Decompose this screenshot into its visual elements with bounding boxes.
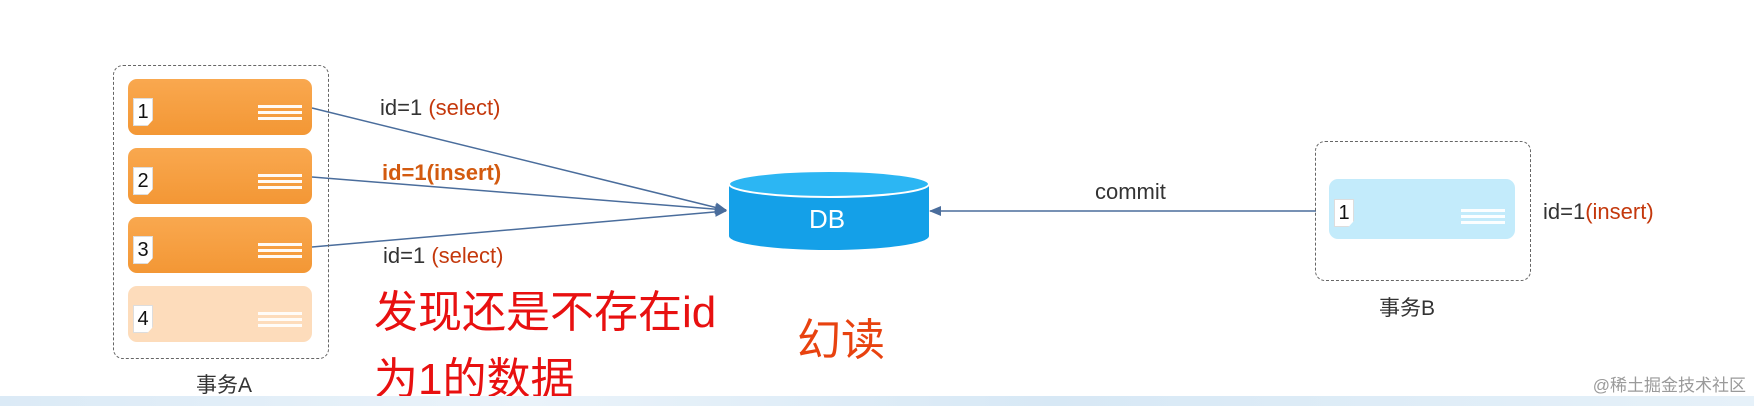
step-number: 4 — [133, 305, 153, 333]
db-cylinder-icon — [728, 170, 930, 250]
arrow-insert — [311, 176, 727, 215]
side-label-prefix: id=1 — [1543, 199, 1586, 224]
record-lines-icon — [1461, 209, 1505, 229]
arrow-label-prefix: id=1 — [383, 243, 432, 268]
footer-decoration — [0, 396, 1754, 406]
arrow-select-2 — [311, 206, 727, 248]
transaction-a-caption: 事务A — [196, 374, 253, 397]
arrow-label-insert: id=1(insert) — [382, 160, 502, 185]
side-label-op: (insert) — [1585, 199, 1654, 224]
transaction-a-step-1: 1 — [128, 79, 312, 135]
phenomenon-label: 幻读 — [797, 316, 885, 365]
note-line-2: 为1的数据 — [374, 355, 575, 404]
transaction-b-step: 1 — [1329, 179, 1515, 239]
db-label: DB — [809, 204, 846, 234]
step-number: 2 — [133, 167, 153, 195]
step-number: 1 — [1334, 199, 1354, 227]
arrow-label-op: (select) — [431, 243, 504, 268]
arrow-label-select-2: id=1 (select) — [383, 243, 503, 269]
note-line-1: 发现还是不存在id — [374, 288, 717, 337]
transaction-a-step-3: 3 — [128, 217, 312, 273]
transaction-b-caption: 事务B — [1379, 297, 1436, 320]
step-number: 3 — [133, 236, 153, 264]
arrow-label-op: (select) — [428, 95, 501, 120]
commit-label: commit — [1095, 179, 1166, 204]
transaction-a-step-2: 2 — [128, 148, 312, 204]
record-lines-icon — [258, 105, 302, 125]
arrow-label-select-1: id=1 (select) — [380, 95, 500, 121]
arrow-select-1 — [311, 107, 727, 213]
transaction-a-step-4: 4 — [128, 286, 312, 342]
record-lines-icon — [258, 243, 302, 263]
record-lines-icon — [258, 174, 302, 194]
transaction-a-box — [113, 65, 329, 359]
transaction-b-side-label: id=1(insert) — [1543, 199, 1654, 225]
step-number: 1 — [133, 98, 153, 126]
watermark: @稀土掘金技术社区 — [1592, 376, 1746, 395]
arrow-label-prefix: id=1 — [380, 95, 429, 120]
record-lines-icon — [258, 312, 302, 332]
transaction-b-box — [1315, 141, 1531, 281]
